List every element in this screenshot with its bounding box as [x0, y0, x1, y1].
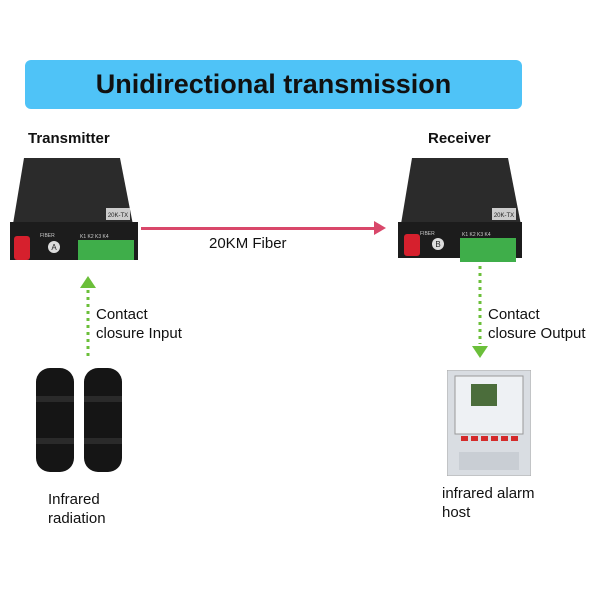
alarm-host-image: [447, 370, 531, 476]
sensor-line1: Infrared: [48, 491, 100, 508]
infrared-sensor-image: [36, 368, 122, 472]
input-line1: Contact: [96, 306, 148, 323]
arrow-down-icon: [472, 266, 488, 358]
terminal-text: K1 K2 K3 K4: [462, 232, 491, 238]
host-line1: infrared alarm: [442, 485, 535, 502]
terminal-text: K1 K2 K3 K4: [80, 234, 109, 240]
channel-text: A: [51, 243, 57, 252]
input-label: Contact closure Input: [96, 305, 182, 343]
fiber-connector-icon: [14, 236, 30, 260]
title-banner: Unidirectional transmission: [25, 60, 522, 109]
terminal-block: [460, 238, 516, 262]
output-line2: closure Output: [488, 325, 586, 342]
receiver-label: Receiver: [428, 130, 491, 147]
input-line2: closure Input: [96, 325, 182, 342]
terminal-block: [78, 240, 134, 260]
arrow-up-icon: [80, 276, 96, 360]
channel-text: B: [435, 240, 440, 249]
output-label: Contact closure Output: [488, 305, 586, 343]
fiber-label: 20KM Fiber: [209, 235, 287, 252]
arrow-right-icon: [374, 221, 386, 235]
host-label: infrared alarm host: [442, 484, 535, 522]
sensor-line2: radiation: [48, 510, 106, 527]
model-text: 20K-TX: [108, 213, 128, 219]
sensor-label: Infrared radiation: [48, 490, 106, 528]
transmitter-label: Transmitter: [28, 130, 110, 147]
output-line1: Contact: [488, 306, 540, 323]
transmitter-device: 20K-TX FIBER A K1 K2 K3 K4: [10, 158, 138, 260]
fiber-port-text: FIBER: [40, 233, 55, 239]
model-text: 20K-TX: [494, 213, 514, 219]
receiver-device: 20K-TX FIBER B K1 K2 K3 K4: [398, 158, 522, 262]
fiber-connector-icon: [404, 234, 420, 256]
fiber-line: [141, 227, 377, 230]
host-line2: host: [442, 504, 471, 521]
fiber-port-text: FIBER: [420, 231, 435, 237]
